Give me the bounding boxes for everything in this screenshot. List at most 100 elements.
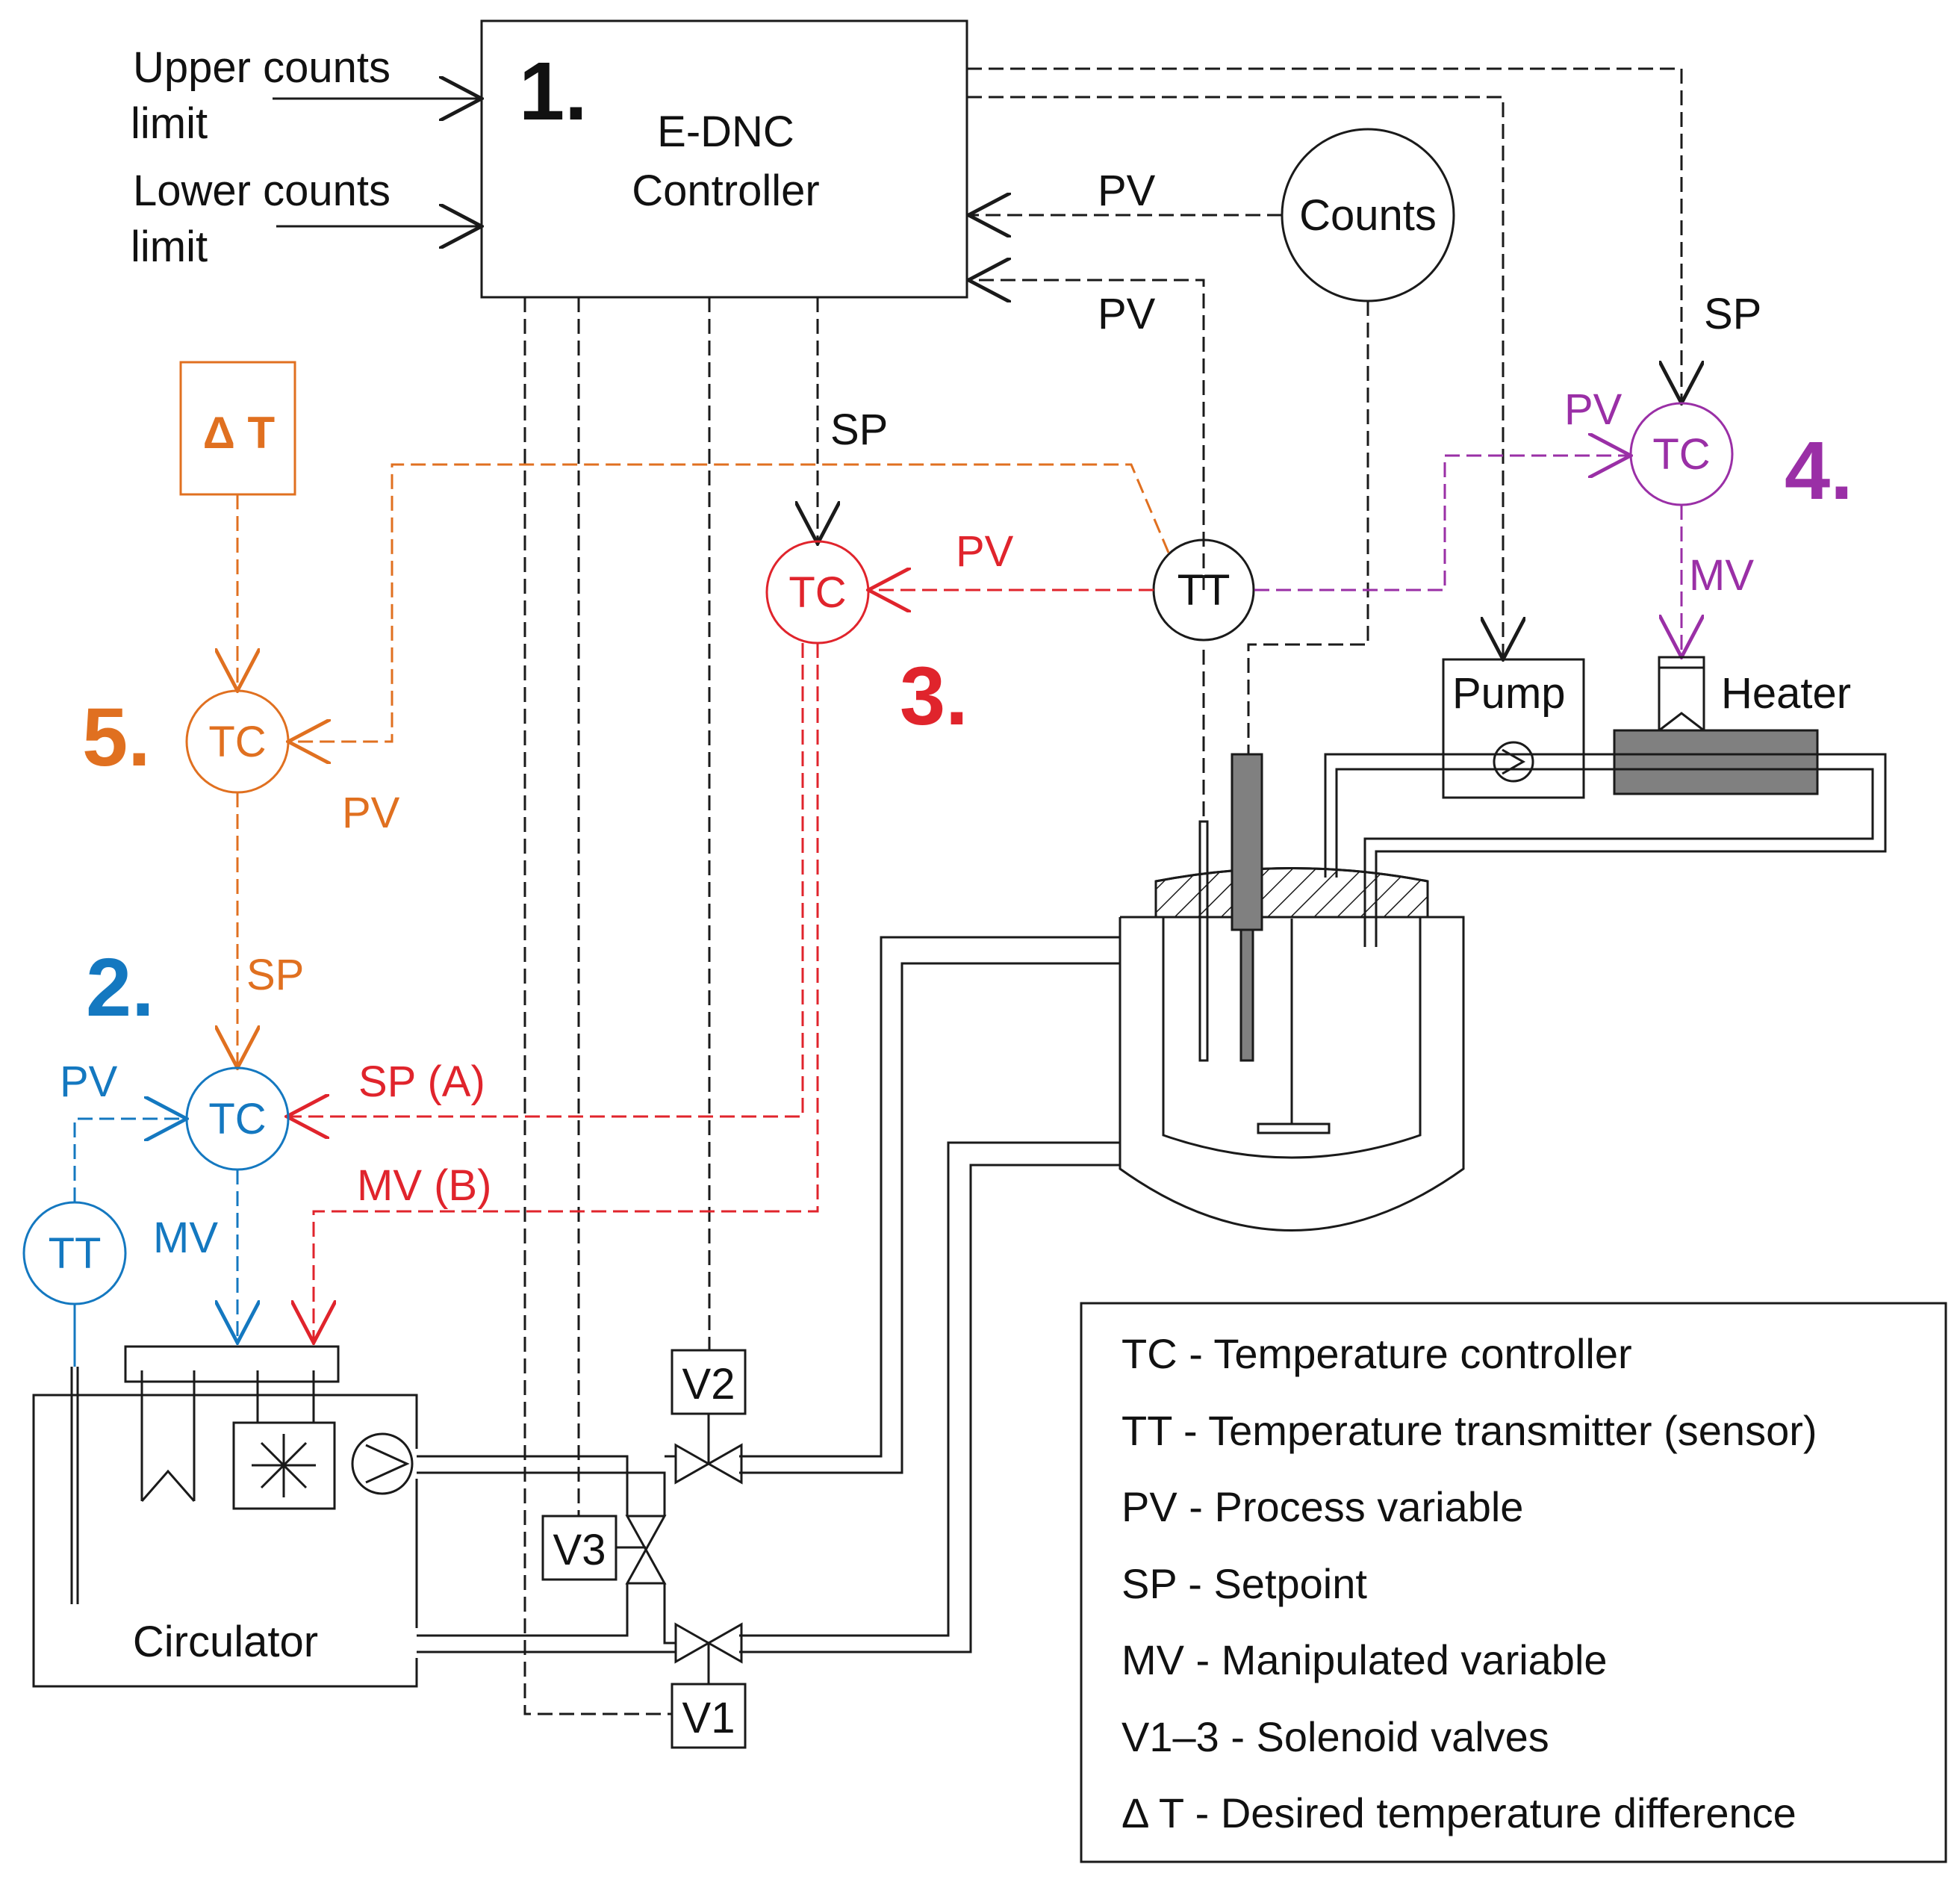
tt-pv-label: PV — [1098, 290, 1156, 338]
counts-probe-tip — [1239, 928, 1254, 1062]
circulator-label: Circulator — [133, 1618, 318, 1666]
sp-to-tc3-label: SP — [830, 406, 888, 454]
controller-box — [480, 19, 968, 299]
delta-t-label: Δ T — [203, 408, 275, 458]
legend-item-valves: V1–3 - Solenoid valves — [1121, 1713, 1549, 1760]
v3-valve-icon — [625, 1515, 667, 1585]
heater-label: Heater — [1721, 669, 1851, 718]
jacket-pipe-bottom-outer — [739, 1141, 1120, 1637]
sp-a-label: SP (A) — [358, 1058, 485, 1106]
pump-icon — [1493, 741, 1534, 783]
counts-probe — [1231, 753, 1263, 931]
loop-2: TC 2. PV TT MV — [22, 942, 290, 1367]
mv-b-label: MV (B) — [357, 1161, 491, 1210]
controller-title-line1: E-DNC — [657, 108, 794, 156]
v2-valve-icon — [674, 1443, 743, 1485]
jacket-pipe-top-outer — [739, 917, 1121, 1458]
counts-sensor: Counts — [1281, 128, 1455, 302]
counts-label: Counts — [1299, 191, 1437, 240]
circulator-box — [32, 1394, 418, 1688]
sp-to-tc4-line — [967, 67, 1681, 403]
legend-item-tc: TC - Temperature controller — [1121, 1330, 1632, 1377]
pipe-circ-top-b — [417, 1471, 666, 1516]
upper-limit-line2: limit — [131, 99, 208, 148]
tc5-sp-label: SP — [246, 951, 304, 999]
pump-heater-unit: Pump Heater — [1324, 656, 1887, 947]
heater-sensor — [1658, 656, 1705, 732]
valves: V2 V1 V3 — [541, 1349, 747, 1749]
heater-block — [1613, 729, 1819, 795]
heater-loop-inner — [1335, 768, 1874, 947]
tc4-pv-label: PV — [1564, 385, 1623, 434]
tc5-label: TC — [208, 718, 266, 766]
legend-item-sp: SP - Setpoint — [1121, 1560, 1367, 1607]
tc2-label: TC — [208, 1095, 266, 1143]
tt-to-tc4-line — [1254, 456, 1631, 591]
v1-valve-icon — [674, 1622, 743, 1664]
heater-element-icon — [140, 1469, 196, 1502]
loop5-number: 5. — [82, 692, 151, 783]
pump-box — [1442, 658, 1585, 799]
loop2-number: 2. — [86, 942, 155, 1034]
reactor-inner-vessel — [1162, 917, 1422, 1159]
tc4-mv-label: MV — [1689, 551, 1754, 600]
loop-3: PV TC 3. SP (A) MV (B) — [287, 527, 1154, 1343]
circulator-piping — [417, 1455, 676, 1653]
controller-number: 1. — [519, 46, 588, 137]
tc3-sp-a-line — [287, 643, 804, 1117]
jacket-pipe-bottom-inner — [739, 1164, 1120, 1653]
black-signal-lines: PV PV SP SP — [523, 67, 1761, 1715]
circulator-control-panel — [124, 1345, 340, 1383]
legend-item-mv: MV - Manipulated variable — [1121, 1636, 1608, 1683]
tt-to-tc5-line — [288, 463, 1170, 742]
loop4-number: 4. — [1785, 425, 1853, 517]
reactor-lid — [1154, 867, 1429, 919]
counts-pv-label: PV — [1098, 167, 1156, 215]
tt-main-label: TT — [1177, 566, 1231, 615]
circulator-pump-icon — [351, 1432, 414, 1495]
loop-4: PV TC 4. MV — [1254, 385, 1853, 657]
sp-to-tc4-label: SP — [1704, 290, 1761, 338]
controller-to-pump-line — [967, 96, 1503, 659]
v1-control-line — [523, 297, 672, 1715]
heater-loop-outer — [1324, 753, 1887, 947]
tc5-pv-label: PV — [342, 789, 400, 837]
tc3-label: TC — [788, 568, 846, 617]
pump-label: Pump — [1452, 669, 1566, 718]
reactor — [739, 753, 1465, 1653]
legend-item-pv: PV - Process variable — [1121, 1483, 1523, 1530]
legend: TC - Temperature controller TT - Tempera… — [1080, 1302, 1947, 1863]
controller-title-line2: Controller — [632, 167, 819, 215]
pipe-circ-top-a — [417, 1455, 629, 1516]
tc2-mv-label: MV — [153, 1214, 218, 1262]
circulator: Circulator — [32, 1345, 418, 1688]
stirrer-blade — [1257, 1122, 1331, 1134]
loop-5: Δ T TC 5. PV SP — [82, 361, 1170, 1068]
tt2-to-tc2-line — [73, 1119, 187, 1202]
tc3-mv-b-line — [314, 643, 819, 1343]
controller-block: 1. E-DNC Controller — [480, 19, 968, 299]
legend-item-tt: TT - Temperature transmitter (sensor) — [1121, 1407, 1817, 1454]
legend-item-delta-t: Δ T - Desired temperature difference — [1121, 1789, 1796, 1836]
pipe-circ-bottom-a — [417, 1583, 629, 1637]
tt-main: TT — [1152, 538, 1255, 642]
counts-to-probe-line — [1247, 301, 1369, 754]
snowflake-icon — [252, 1434, 316, 1497]
tc2-pv-label: PV — [60, 1058, 118, 1106]
circulator-pump-arrow — [365, 1444, 410, 1484]
tt-pv-line — [968, 280, 1205, 590]
tt2-label: TT — [49, 1229, 102, 1278]
loop3-number: 3. — [900, 650, 968, 742]
pipe-circ-bottom-b — [663, 1583, 676, 1645]
v3-label: V3 — [553, 1526, 606, 1574]
legend-box — [1080, 1302, 1947, 1863]
upper-limit-line1: Upper counts — [133, 43, 391, 92]
tc4-label: TC — [1652, 430, 1710, 479]
lower-limit-line2: limit — [131, 223, 208, 271]
reactor-jacket — [1119, 916, 1465, 1232]
tc3-pv-label: PV — [956, 527, 1014, 576]
v1-label: V1 — [682, 1694, 735, 1742]
tt-probe — [1198, 820, 1209, 1062]
lower-limit-line1: Lower counts — [133, 167, 391, 215]
